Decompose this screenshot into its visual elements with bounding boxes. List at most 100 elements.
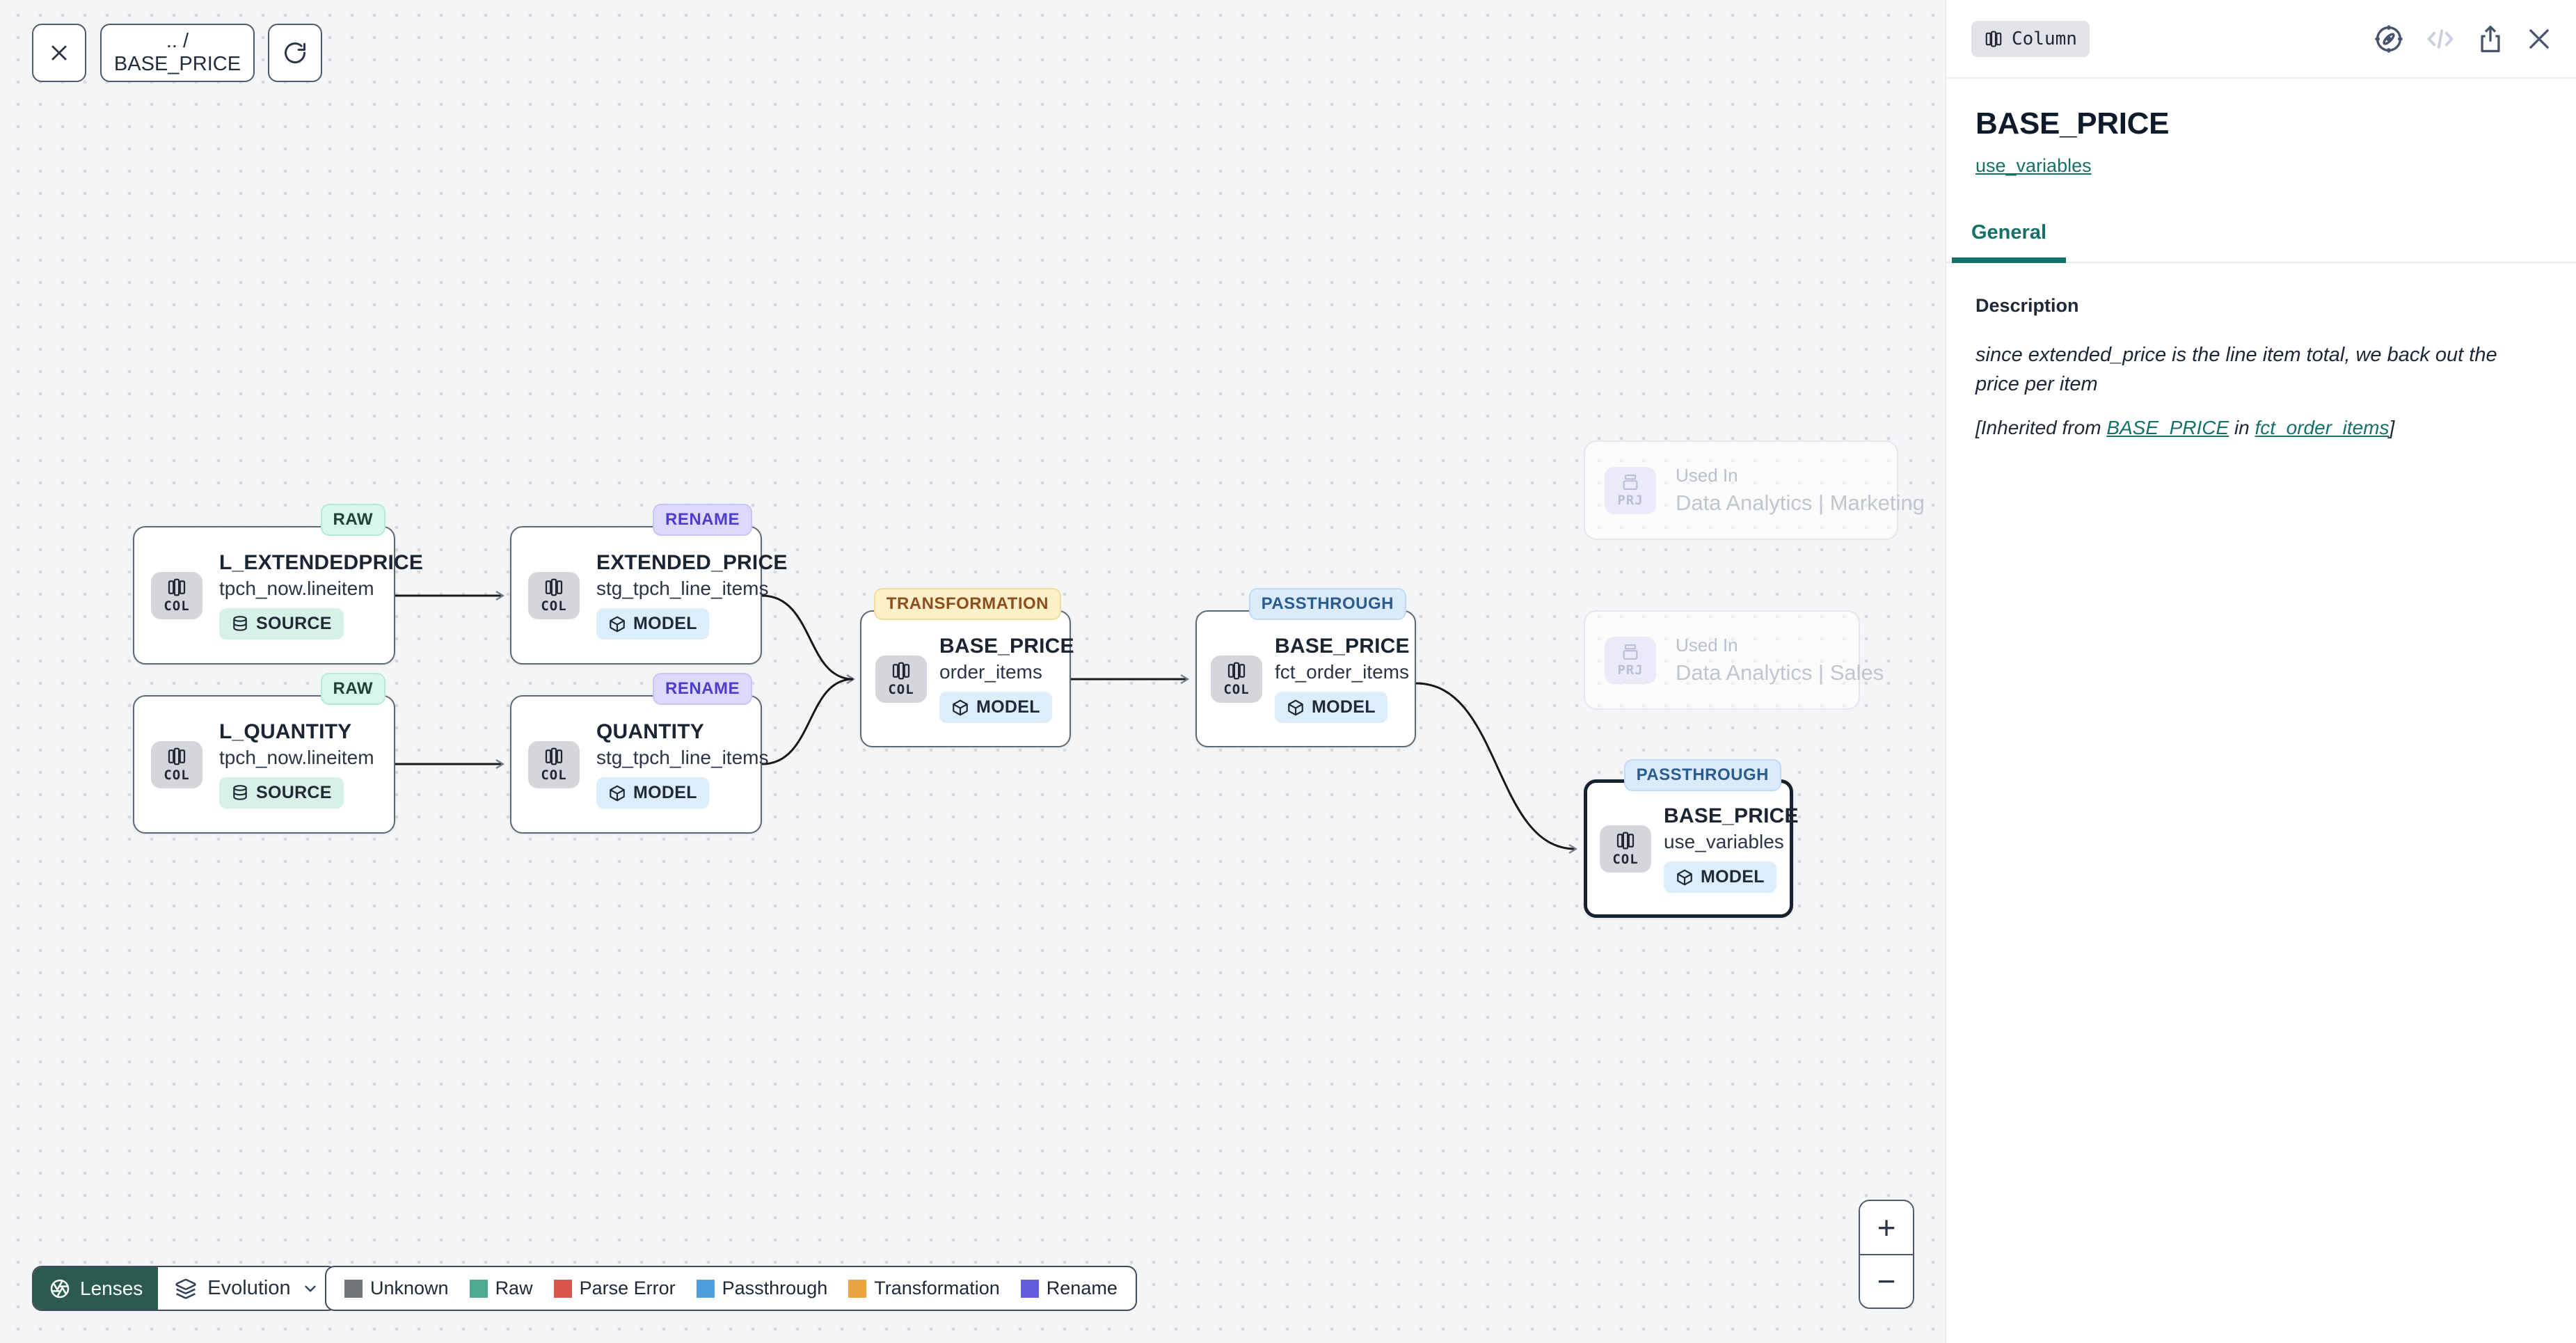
details-panel-header: Column xyxy=(1946,0,2576,79)
cube-icon xyxy=(610,616,625,632)
used-in-title: Data Analytics | Sales xyxy=(1676,660,1884,685)
description-body: since extended_price is the line item to… xyxy=(1975,344,2497,396)
chip-label: SOURCE xyxy=(256,783,332,802)
columns-icon xyxy=(892,662,910,680)
chip-label: SOURCE xyxy=(256,614,332,633)
column-kind-box: COL xyxy=(528,740,580,788)
node-subtitle: tpch_now.lineitem xyxy=(219,747,374,768)
panel-tabs: General xyxy=(1946,221,2576,263)
used-in-kicker: Used In xyxy=(1676,465,1738,486)
lineage-node-base-price-order-items[interactable]: TRANSFORMATION COL BASE_PRICE order_item… xyxy=(860,588,1074,747)
kind-label: COL xyxy=(164,768,190,783)
column-kind-box: COL xyxy=(1211,655,1262,703)
model-chip: MODEL xyxy=(596,777,709,809)
close-panel-button[interactable] xyxy=(2525,24,2554,54)
breadcrumb-label: .. / BASE_PRICE xyxy=(113,30,241,75)
legend-swatch-passthrough xyxy=(696,1279,715,1298)
lineage-node-extended-price[interactable]: RENAME COL EXTENDED_PRICE stg_tpch_line_… xyxy=(510,504,787,665)
legend-item: Unknown xyxy=(344,1278,449,1299)
evolution-badge: RAW xyxy=(320,504,385,536)
column-title: BASE_PRICE xyxy=(1975,106,2170,141)
used-in-kicker: Used In xyxy=(1676,635,1738,655)
node-title: BASE_PRICE xyxy=(939,635,1074,658)
lens-selector[interactable]: Evolution xyxy=(158,1267,335,1310)
node-title: EXTENDED_PRICE xyxy=(596,551,788,574)
database-icon xyxy=(233,615,247,631)
code-icon xyxy=(2427,29,2454,49)
columns-icon xyxy=(1985,30,2002,47)
columns-icon xyxy=(1227,662,1246,680)
legend-swatch-parse-error xyxy=(553,1279,572,1298)
node-subtitle: stg_tpch_line_items xyxy=(596,578,769,599)
node-title: QUANTITY xyxy=(596,720,704,743)
chip-label: MODEL xyxy=(1312,697,1376,717)
evolution-badge: RENAME xyxy=(652,504,752,536)
evolution-badge: PASSTHROUGH xyxy=(1248,588,1406,620)
model-link[interactable]: use_variables xyxy=(1975,155,2092,176)
layers-icon xyxy=(175,1278,196,1299)
node-subtitle: use_variables xyxy=(1664,831,1784,852)
lineage-node-l-extendedprice[interactable]: RAW COL L_EXTENDEDPRICE tpch_now.lineite… xyxy=(133,504,423,665)
lineage-node-base-price-fct-order-items[interactable]: PASSTHROUGH COL BASE_PRICE fct_order_ite… xyxy=(1195,588,1416,747)
column-kind-box: COL xyxy=(1600,825,1651,873)
cube-icon xyxy=(610,785,625,801)
lens-selected-label: Evolution xyxy=(207,1277,291,1299)
entity-type-badge: Column xyxy=(1971,20,2090,57)
node-title: BASE_PRICE xyxy=(1275,635,1410,658)
zoom-in-button[interactable]: + xyxy=(1860,1201,1913,1254)
details-panel: Column BASE_PRICE use_variables General … xyxy=(1946,0,2576,1343)
evolution-legend: Unknown Raw Parse Error Passthrough Tran… xyxy=(325,1266,1137,1311)
kind-label: COL xyxy=(164,598,190,614)
cube-icon xyxy=(1677,869,1692,885)
chip-label: MODEL xyxy=(976,697,1040,717)
column-kind-box: COL xyxy=(151,740,202,788)
legend-swatch-unknown xyxy=(344,1279,363,1298)
lenses-control: Lenses Evolution xyxy=(32,1266,337,1311)
columns-icon xyxy=(545,578,563,596)
model-chip: MODEL xyxy=(1664,861,1776,893)
lenses-button[interactable]: Lenses xyxy=(33,1267,159,1310)
legend-swatch-rename xyxy=(1020,1279,1039,1298)
legend-swatch-raw xyxy=(469,1279,488,1298)
evolution-badge: PASSTHROUGH xyxy=(1623,759,1781,791)
database-icon xyxy=(233,784,247,800)
chip-label: MODEL xyxy=(1701,867,1765,887)
breadcrumb[interactable]: .. / BASE_PRICE xyxy=(100,24,255,82)
used-in-node-sales[interactable]: PRJ Used In Data Analytics | Sales xyxy=(1584,610,1884,710)
zoom-out-button[interactable]: − xyxy=(1860,1253,1913,1308)
source-chip: SOURCE xyxy=(219,777,344,809)
close-icon xyxy=(2529,29,2550,49)
explore-lineage-button[interactable] xyxy=(2372,22,2406,56)
share-icon xyxy=(2481,25,2500,52)
inherited-model-link[interactable]: fct_order_items xyxy=(2255,417,2390,439)
columns-icon xyxy=(168,747,186,765)
refresh-button[interactable] xyxy=(268,24,322,82)
model-chip: MODEL xyxy=(596,608,709,639)
chip-label: MODEL xyxy=(633,783,697,802)
lineage-node-quantity[interactable]: RENAME COL QUANTITY stg_tpch_line_items … xyxy=(510,673,768,834)
lineage-node-base-price-use-variables[interactable]: PASSTHROUGH COL BASE_PRICE use_variables… xyxy=(1584,759,1799,918)
refresh-icon xyxy=(285,42,305,64)
tab-general[interactable]: General xyxy=(1952,221,2066,263)
description-heading: Description xyxy=(1975,295,2079,316)
project-icon xyxy=(1623,475,1638,490)
node-title: BASE_PRICE xyxy=(1664,804,1799,827)
cube-icon xyxy=(953,699,968,715)
close-icon xyxy=(51,45,67,61)
columns-icon xyxy=(1616,832,1635,850)
legend-item: Raw xyxy=(469,1278,533,1299)
columns-icon xyxy=(545,747,563,765)
close-lineage-button[interactable] xyxy=(32,24,86,82)
node-title: L_QUANTITY xyxy=(219,720,352,743)
column-kind-box: COL xyxy=(528,571,580,619)
columns-icon xyxy=(168,578,186,596)
column-kind-box: COL xyxy=(875,655,927,703)
project-kind-box: PRJ xyxy=(1605,466,1656,514)
lineage-node-l-quantity[interactable]: RAW COL L_QUANTITY tpch_now.lineitem SOU… xyxy=(133,673,395,834)
inherited-column-link[interactable]: BASE_PRICE xyxy=(2106,417,2229,439)
code-view-button[interactable] xyxy=(2424,23,2456,55)
share-button[interactable] xyxy=(2475,24,2506,54)
node-subtitle: fct_order_items xyxy=(1275,661,1409,683)
used-in-node-marketing[interactable]: PRJ Used In Data Analytics | Marketing xyxy=(1584,440,1925,540)
legend-item: Rename xyxy=(1020,1278,1118,1299)
